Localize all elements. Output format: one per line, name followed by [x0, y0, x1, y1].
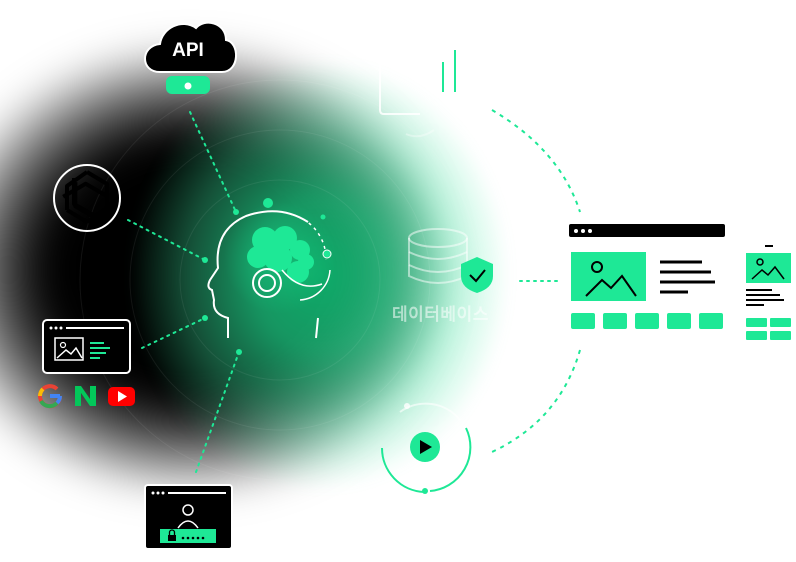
lock-icon — [168, 529, 176, 541]
api-cloud-icon — [144, 21, 237, 94]
openai-logo-icon — [53, 164, 121, 232]
naver-logo-icon — [75, 386, 96, 406]
image-icon — [585, 261, 637, 297]
api-label: API — [172, 40, 204, 61]
voice-output-icon — [379, 48, 456, 138]
user-icon — [177, 504, 199, 529]
database-icon — [408, 228, 468, 284]
source-dots — [202, 209, 242, 355]
web-page-output — [569, 224, 725, 329]
youtube-logo-icon — [108, 387, 135, 406]
shield-check-icon — [461, 257, 493, 293]
web-search-window — [42, 319, 131, 374]
mobile-page-output — [746, 245, 791, 340]
output-arcs — [491, 109, 581, 453]
login-window — [144, 484, 233, 550]
video-output — [380, 402, 472, 494]
database-label: 데이터베이스 — [392, 305, 489, 324]
gear-icon — [166, 76, 210, 94]
google-logo-icon — [38, 384, 63, 409]
ai-head-icon — [207, 198, 336, 339]
image-icon — [54, 337, 84, 361]
source-connectors — [127, 111, 563, 473]
